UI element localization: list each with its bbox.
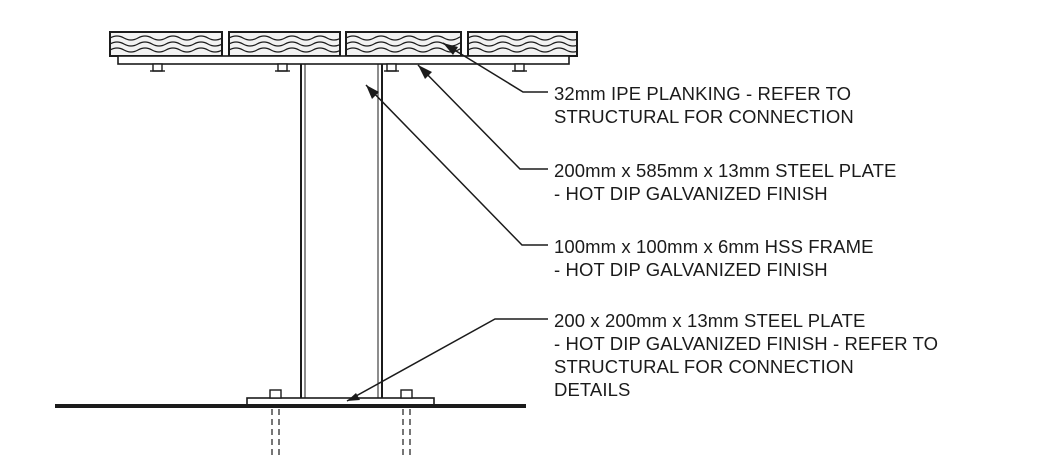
fastener-3 — [384, 63, 399, 72]
leader-top-plate — [417, 64, 548, 170]
leader-hss-frame — [365, 84, 548, 246]
callout-hss-frame-line-1: 100mm x 100mm x 6mm HSS FRAME — [554, 236, 874, 257]
arrowhead-top-plate — [418, 65, 432, 79]
callout-top-plate-line-1: 200mm x 585mm x 13mm STEEL PLATE — [554, 160, 897, 181]
callout-planking: 32mm IPE PLANKING - REFER TO STRUCTURAL … — [554, 82, 854, 128]
callout-base-plate-line-3: STRUCTURAL FOR CONNECTION — [554, 356, 854, 377]
plank-4-grain — [468, 35, 577, 53]
callout-base-plate-line-2: - HOT DIP GALVANIZED FINISH - REFER TO — [554, 333, 939, 354]
base-plate-anchors — [269, 389, 413, 399]
plank-1-grain — [110, 35, 222, 53]
fastener-2 — [275, 63, 290, 72]
leader-lines — [346, 42, 548, 402]
plank-1 — [109, 31, 223, 57]
leader-arrowheads — [347, 43, 458, 401]
leader-base-plate — [346, 318, 548, 402]
top-steel-plate — [117, 55, 570, 65]
fastener-4 — [512, 63, 527, 72]
fastener-1 — [150, 63, 165, 72]
arrowhead-hss-frame — [366, 85, 379, 99]
arrowhead-base-plate — [347, 393, 360, 401]
ipe-planking — [109, 31, 578, 57]
plank-2 — [228, 31, 341, 57]
plank-4 — [467, 31, 578, 57]
callout-hss-frame-line-2: - HOT DIP GALVANIZED FINISH — [554, 259, 828, 280]
callout-base-plate-line-1: 200 x 200mm x 13mm STEEL PLATE — [554, 310, 866, 331]
plank-2-grain — [229, 35, 340, 53]
callout-planking-line-2: STRUCTURAL FOR CONNECTION — [554, 106, 854, 127]
callout-top-plate-line-2: - HOT DIP GALVANIZED FINISH — [554, 183, 828, 204]
callout-top-plate: 200mm x 585mm x 13mm STEEL PLATE - HOT D… — [554, 159, 896, 205]
top-plate-fasteners — [150, 63, 527, 72]
callout-hss-frame: 100mm x 100mm x 6mm HSS FRAME - HOT DIP … — [554, 235, 874, 281]
leader-planking — [442, 42, 548, 93]
anchor-nut-left — [269, 389, 282, 399]
callout-base-plate: 200 x 200mm x 13mm STEEL PLATE - HOT DIP… — [554, 309, 938, 401]
callout-base-plate-line-4: DETAILS — [554, 379, 631, 400]
anchor-nut-right — [400, 389, 413, 399]
callout-planking-line-1: 32mm IPE PLANKING - REFER TO — [554, 83, 852, 104]
arrowhead-planking — [443, 43, 458, 55]
anchor-bolts-below-grade — [271, 409, 411, 459]
hss-frame — [300, 64, 383, 398]
